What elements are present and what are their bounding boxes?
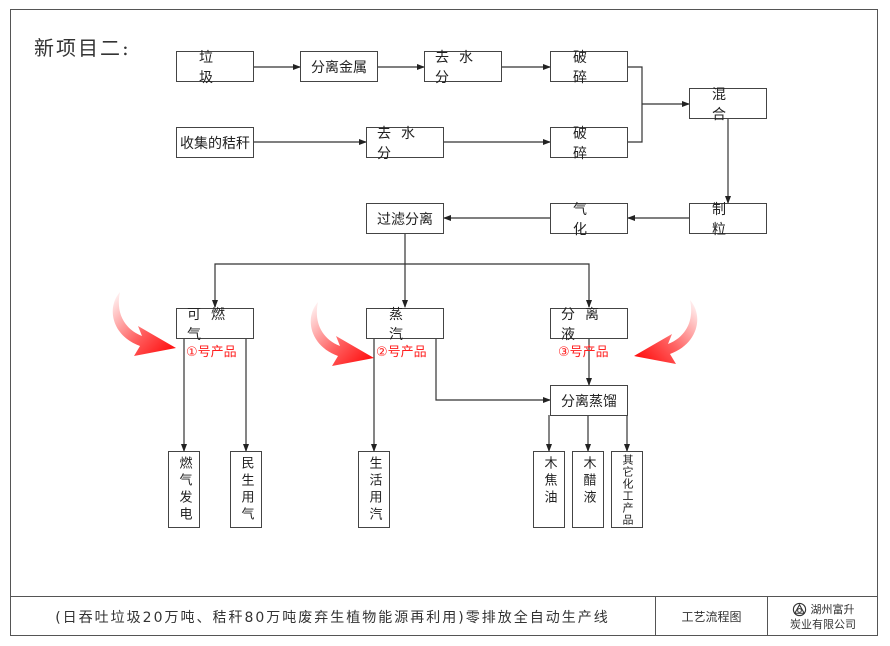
product-3-label: ③号产品 [558,345,609,360]
node-garbage: 垃圾 [176,50,254,86]
product-1-label: ①号产品 [186,345,237,360]
connector-crush-merge [627,66,643,143]
node-gas-power: 燃气发电 [168,451,200,528]
drawing-frame [10,9,878,636]
node-wood-vinegar: 木醋液 [572,451,604,528]
product-2-arrow-icon [310,302,374,366]
footer-drawing-type: 工艺流程图 [656,597,768,636]
node-gasify: 气化 [550,202,628,238]
connector-branch [214,263,590,307]
node-other-chem: 其它化工产品 [611,451,643,528]
node-straw: 收集的秸秆 [176,127,254,158]
page-title: 新项目二: [34,36,131,60]
node-separated-liquid: 分离液 [550,307,628,343]
node-mix: 混合 [689,87,767,123]
node-crush-1: 破碎 [550,50,628,86]
node-crush-2: 破碎 [550,126,628,162]
node-separate-metal: 分离金属 [300,51,378,82]
title-block: (日吞吐垃圾20万吨、秸秆80万吨废弃生植物能源再利用)零排放全自动生产线 工艺… [10,596,878,636]
product-2-label: ②号产品 [376,345,427,360]
product-1-arrow-icon [112,292,176,356]
node-fractional-distill: 分离蒸馏 [550,385,628,416]
footer-company: 湖州富升 炭业有限公司 [768,597,878,636]
node-wood-tar: 木焦油 [533,451,565,528]
node-combustible-gas: 可燃气 [176,307,254,343]
footer-description: (日吞吐垃圾20万吨、秸秆80万吨废弃生植物能源再利用)零排放全自动生产线 [10,597,656,636]
node-domestic-steam: 生活用汽 [358,451,390,528]
node-civil-gas: 民生用气 [230,451,262,528]
connector-steam-distill [435,338,551,403]
node-pelletize: 制粒 [689,202,767,238]
node-dewater-2: 去水分 [366,126,444,162]
node-dewater-1: 去水分 [424,50,502,86]
company-name-line1: 湖州富升 [810,602,855,616]
company-name-line2: 炭业有限公司 [790,617,856,631]
company-logo-icon [792,602,806,616]
node-filter-separate: 过滤分离 [366,203,444,234]
node-steam: 蒸汽 [366,307,444,343]
product-3-arrow-icon [634,300,698,364]
